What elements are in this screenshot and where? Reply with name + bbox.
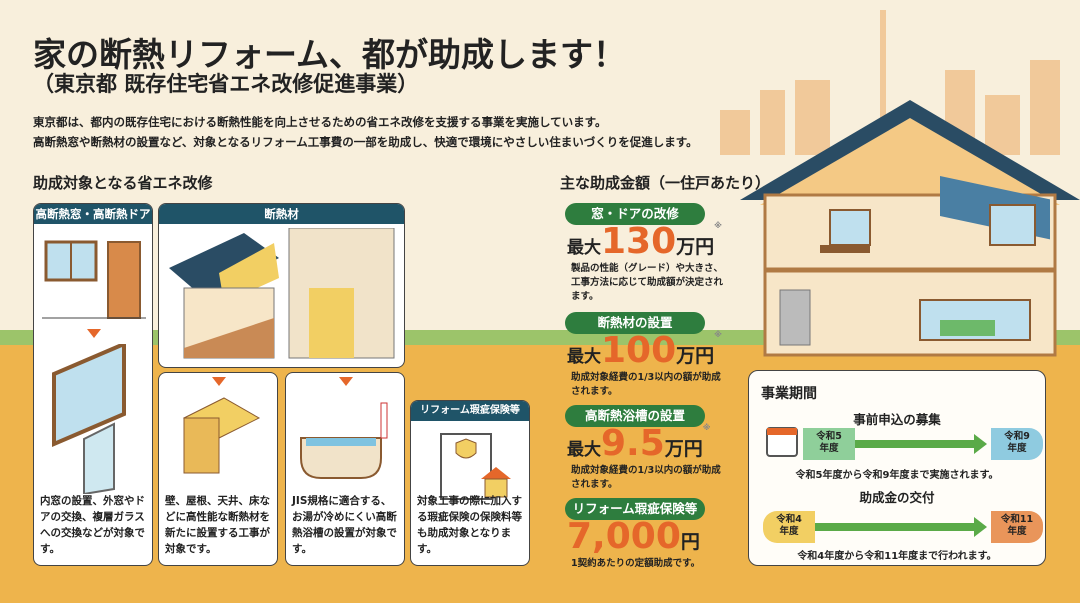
double-glazed-window-icon xyxy=(52,344,126,494)
amount-value: 最大130万円 ※ xyxy=(567,221,725,262)
panel-title: リフォーム瑕疵保険等 xyxy=(411,401,529,421)
amount-label: 高断熱浴槽の設置 xyxy=(565,405,705,427)
panel-warranty-insurance: リフォーム瑕疵保険等 対象工事の際に加入する瑕疵保険の保険料等も助成対象となりま… xyxy=(410,400,530,566)
amount-number: 7,000 xyxy=(567,516,681,557)
schedule-end-tag: 令和9 年度 xyxy=(991,428,1043,460)
insulation-house-icon xyxy=(169,228,395,359)
amount-prefix: 最大 xyxy=(567,347,601,367)
house-illustration xyxy=(720,10,1080,357)
panel-windows-doors: 高断熱窓・高断熱ドア 内窓の設置、外窓やドアの交換、複層ガラスへの交換などが対象… xyxy=(33,203,153,566)
schedule-box: 事業期間 事前申込の募集 令和5 年度 令和9 年度 令和5年度から令和9年度ま… xyxy=(748,370,1046,566)
schedule-arrow xyxy=(815,517,987,537)
amount-prefix: 最大 xyxy=(567,238,601,258)
amount-desc: 助成対象経費の1/3以内の額が助成されます。 xyxy=(571,372,721,397)
amount-value: 最大9.5万円 ※ xyxy=(567,423,725,464)
page-subtitle: （東京都 既存住宅省エネ改修促進事業） xyxy=(33,72,419,96)
panel-caption: 対象工事の際に加入する瑕疵保険の保険料等も助成対象となります。 xyxy=(417,495,522,555)
bathtub-icon xyxy=(300,402,388,479)
amount-note: ※ xyxy=(714,221,722,230)
targets-heading: 助成対象となる省エネ改修 xyxy=(33,174,213,192)
amount-desc: 助成対象経費の1/3以内の額が助成されます。 xyxy=(571,465,721,490)
amounts-list: 窓・ドアの改修 最大130万円※ 製品の性能（グレード）や大きさ、工事方法に応じ… xyxy=(555,203,725,571)
amount-number: 9.5 xyxy=(601,423,665,464)
insulation-material-icon xyxy=(182,397,261,474)
panel-bathtub: JIS規格に適合する、お湯が冷めにくい高断熱浴槽の設置が対象です。 xyxy=(285,372,405,566)
arrow-down-icon xyxy=(339,377,353,386)
panel-title: 断熱材 xyxy=(159,204,404,224)
amount-value: 7,000円 xyxy=(567,516,725,557)
amount-label: 断熱材の設置 xyxy=(565,312,705,334)
schedule-arrow xyxy=(855,434,987,454)
schedule-start-tag: 令和5 年度 xyxy=(803,428,855,460)
amount-unit: 万円 xyxy=(676,236,715,258)
amount-unit: 万円 xyxy=(664,438,703,460)
amounts-heading: 主な助成金額（一住戸あたり） xyxy=(560,174,771,192)
intro-text: 東京都は、都内の既存住宅における断熱性能を向上させるための省エネ改修を支援する事… xyxy=(33,112,698,152)
intro-line: 高断熱窓や断熱材の設置など、対象となるリフォーム工事費の一部を助成し、快適で環境… xyxy=(33,135,698,149)
insurance-document-icon xyxy=(440,433,511,500)
schedule-end-tag: 令和11 年度 xyxy=(991,511,1043,543)
intro-line: 東京都は、都内の既存住宅における断熱性能を向上させるための省エネ改修を支援する事… xyxy=(33,115,607,129)
panel-caption: 内窓の設置、外窓やドアの交換、複層ガラスへの交換などが対象です。 xyxy=(40,495,145,555)
schedule-row-title: 助成金の交付 xyxy=(859,490,935,505)
schedule-heading: 事業期間 xyxy=(761,386,817,402)
amount-value: 最大100万円 ※ xyxy=(567,330,725,371)
panel-caption: JIS規格に適合する、お湯が冷めにくい高断熱浴槽の設置が対象です。 xyxy=(292,495,397,555)
amount-note: ※ xyxy=(714,330,722,339)
arrow-down-icon xyxy=(212,377,226,386)
amount-unit: 万円 xyxy=(676,345,715,367)
amount-prefix: 最大 xyxy=(567,440,601,460)
arrow-down-icon xyxy=(87,329,101,338)
page-title: 家の断熱リフォーム、都が助成します！ xyxy=(33,35,627,74)
schedule-row-text: 令和4年度から令和11年度まで行われます。 xyxy=(797,551,997,562)
amount-number: 130 xyxy=(601,221,677,262)
amount-note: ※ xyxy=(702,423,711,432)
panel-title: 高断熱窓・高断熱ドア xyxy=(34,204,152,224)
amount-desc: 1契約あたりの定額助成です。 xyxy=(571,558,701,569)
panel-insulation-detail: 壁、屋根、天井、床などに高性能な断熱材を新たに設置する工事が対象です。 xyxy=(158,372,278,566)
panel-caption: 壁、屋根、天井、床などに高性能な断熱材を新たに設置する工事が対象です。 xyxy=(165,495,270,555)
window-door-icon xyxy=(42,240,146,319)
amount-label: 窓・ドアの改修 xyxy=(565,203,705,225)
panel-insulation: 断熱材 xyxy=(158,203,405,368)
schedule-row-title: 事前申込の募集 xyxy=(853,412,941,427)
schedule-start-tag: 令和4 年度 xyxy=(763,511,815,543)
amount-label: リフォーム瑕疵保険等 xyxy=(565,498,705,520)
amount-desc: 製品の性能（グレード）や大きさ、工事方法に応じて助成額が決定されます。 xyxy=(571,263,724,302)
calendar-icon xyxy=(766,427,798,457)
amount-number: 100 xyxy=(601,330,677,371)
amount-unit: 円 xyxy=(680,531,700,553)
schedule-row-text: 令和5年度から令和9年度まで実施されます。 xyxy=(795,470,999,481)
